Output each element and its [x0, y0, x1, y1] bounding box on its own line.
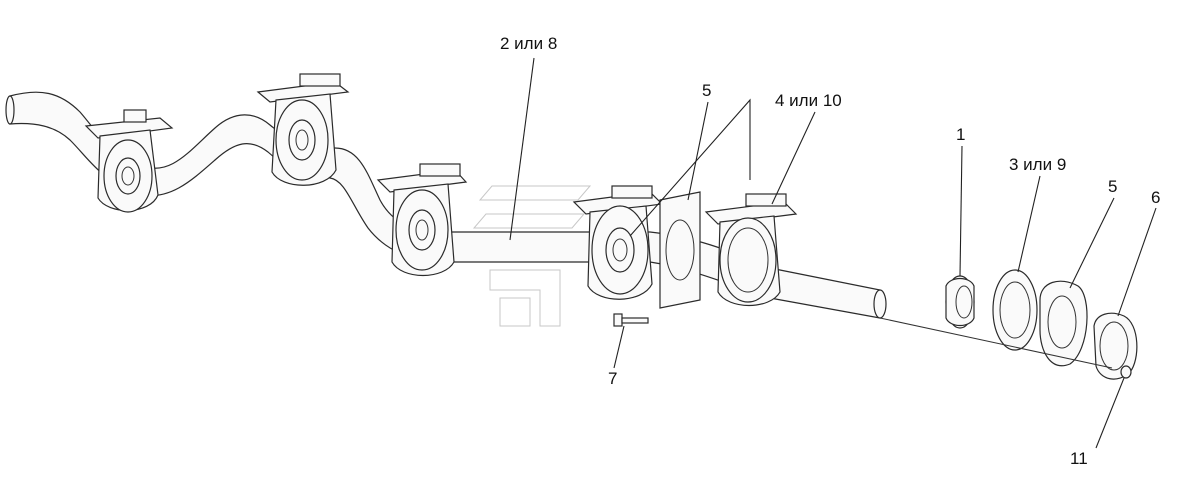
gasket [1039, 280, 1088, 367]
label-4-or-10: 4 или 10 [775, 91, 842, 110]
leader-6 [1117, 207, 1157, 317]
leader-4or10 [771, 111, 816, 205]
bolt [613, 313, 649, 327]
label-6: 6 [1151, 188, 1160, 207]
bearing-support-4 [572, 185, 664, 300]
bearing-support-1 [84, 109, 174, 213]
cover [1093, 312, 1138, 380]
nut [1120, 365, 1132, 379]
bearing-support-5 [704, 193, 798, 307]
bearing [945, 275, 975, 329]
label-3-or-9: 3 или 9 [1009, 155, 1066, 174]
label-1: 1 [956, 125, 965, 144]
leader-5b [1069, 197, 1115, 289]
label-5-exploded: 5 [1108, 177, 1117, 196]
flange [992, 269, 1038, 351]
leader-11 [1095, 377, 1125, 449]
leader-5a [687, 101, 709, 201]
label-5-shaft: 5 [702, 81, 711, 100]
assembly-axis-line [879, 317, 1113, 369]
gasket-on-shaft [659, 191, 701, 309]
leader-lines [509, 57, 1157, 449]
leader-3or9 [1017, 175, 1041, 273]
bearing-support-2 [256, 73, 350, 186]
label-2-or-8: 2 или 8 [500, 34, 557, 53]
leader-7 [613, 325, 625, 369]
leader-1 [959, 145, 963, 277]
leader-5-cross [629, 98, 751, 237]
label-11: 11 [1070, 449, 1088, 468]
bearing-support-3 [376, 163, 468, 277]
label-7: 7 [608, 369, 617, 388]
leader-2or8 [509, 57, 535, 241]
